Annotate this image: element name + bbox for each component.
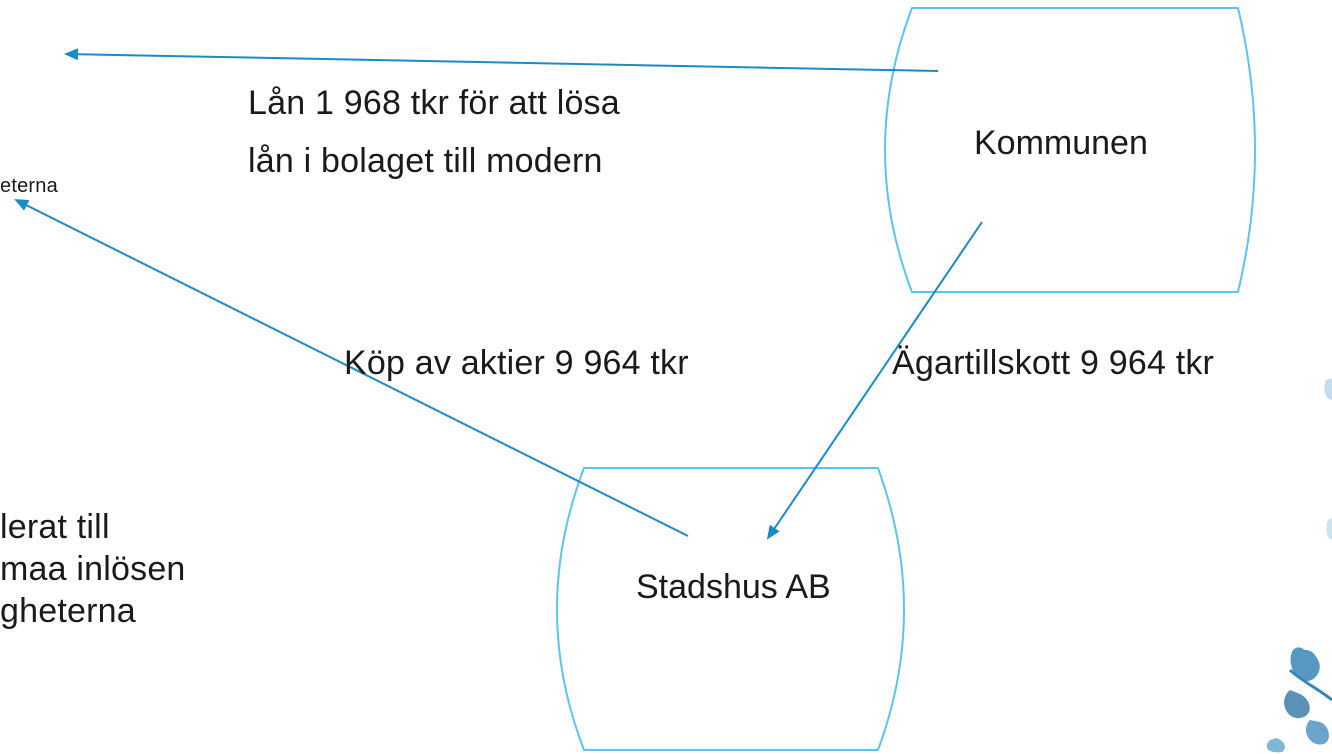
stadshus-label: Stadshus AB (636, 568, 831, 606)
loan-label-line1: Lån 1 968 tkr för att lösa (248, 84, 620, 122)
contribution-arrow (766, 221, 983, 540)
kommunen-node (884, 7, 1256, 293)
stadshus-node (556, 467, 905, 751)
left-cut-text-line2: maa inlösen (0, 550, 186, 588)
left-cut-text-line3: gheterna (0, 592, 136, 630)
contribution-label: Ägartillskott 9 964 tkr (892, 344, 1215, 382)
left-cut-text-top: eterna (0, 175, 58, 197)
shares-label: Köp av aktier 9 964 tkr (344, 344, 689, 382)
shares-arrow (14, 199, 689, 537)
leaf-branch-icon (1266, 378, 1332, 753)
left-cut-text-line1: lerat till (0, 508, 110, 546)
loan-label-line2: lån i bolaget till modern (248, 142, 603, 180)
kommunen-label: Kommunen (974, 124, 1148, 162)
loan-arrow (64, 48, 939, 72)
